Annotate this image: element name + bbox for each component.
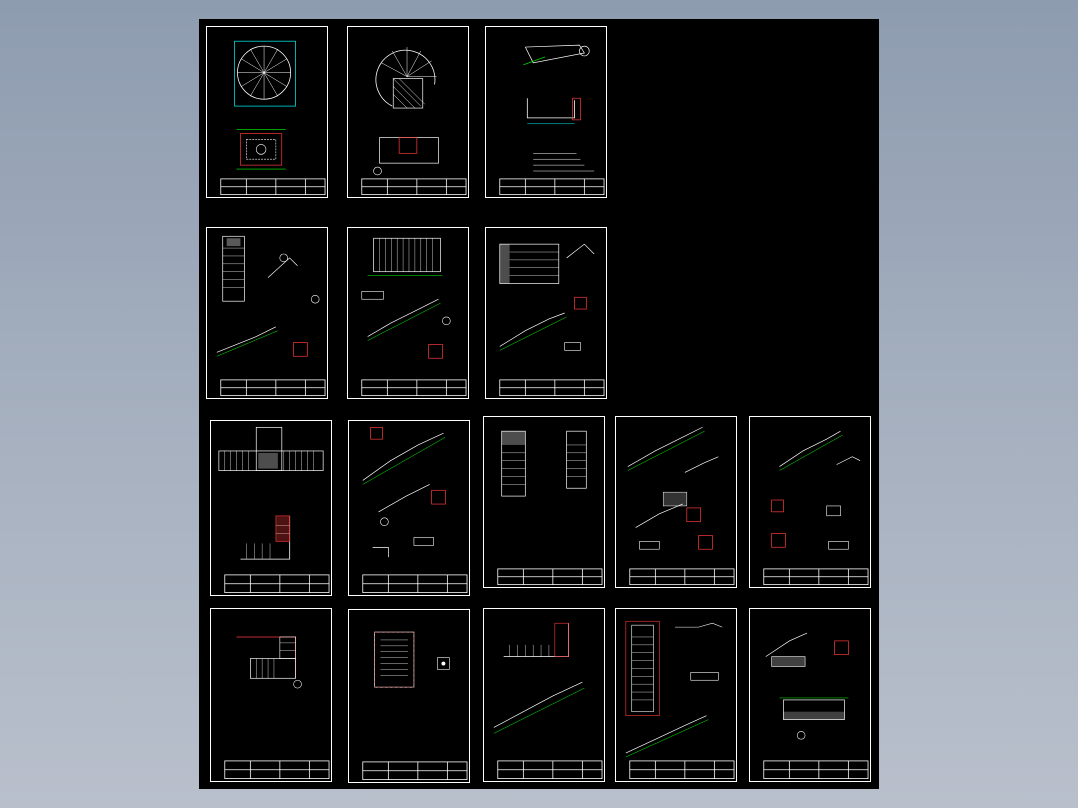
drawing-sheet-15[interactable]: [615, 608, 737, 782]
cad-viewport[interactable]: [199, 19, 879, 789]
drawing-sheet-14[interactable]: [483, 608, 605, 782]
drawing-sheet-4[interactable]: [206, 227, 328, 399]
sheet-3-drawing: [499, 44, 605, 196]
sheet-12-drawing: [224, 636, 330, 779]
drawing-sheet-6[interactable]: [485, 227, 607, 399]
sheet-16-drawing: [763, 632, 869, 779]
sheet-8-drawing: [362, 427, 468, 593]
sheet-15-drawing: [625, 620, 735, 779]
sheet-2-drawing: [361, 47, 467, 196]
drawing-sheet-3[interactable]: [485, 26, 607, 198]
drawing-sheet-10[interactable]: [615, 416, 737, 588]
drawing-sheet-11[interactable]: [749, 416, 871, 588]
drawing-sheet-9[interactable]: [483, 416, 605, 588]
sheet-11-drawing: [763, 430, 869, 586]
sheet-9-drawing: [497, 430, 603, 586]
sheet-5-drawing: [361, 237, 467, 397]
drawing-sheet-13[interactable]: [348, 609, 470, 783]
drawing-sheet-8[interactable]: [348, 420, 470, 596]
sheet-10-drawing: [627, 426, 735, 586]
drawing-sheet-7[interactable]: [210, 420, 332, 596]
sheet-4-drawing: [216, 235, 326, 397]
sheet-7-drawing: [218, 426, 330, 593]
sheet-6-drawing: [499, 243, 605, 397]
drawing-sheet-1[interactable]: [206, 26, 328, 198]
drawing-sheet-5[interactable]: [347, 227, 469, 399]
sheet-1-drawing: [220, 40, 326, 196]
sheet-13-drawing: [362, 631, 468, 780]
drawing-sheet-16[interactable]: [749, 608, 871, 782]
drawing-sheet-2[interactable]: [347, 26, 469, 198]
sheet-14-drawing: [493, 622, 603, 779]
drawing-sheet-12[interactable]: [210, 608, 332, 782]
